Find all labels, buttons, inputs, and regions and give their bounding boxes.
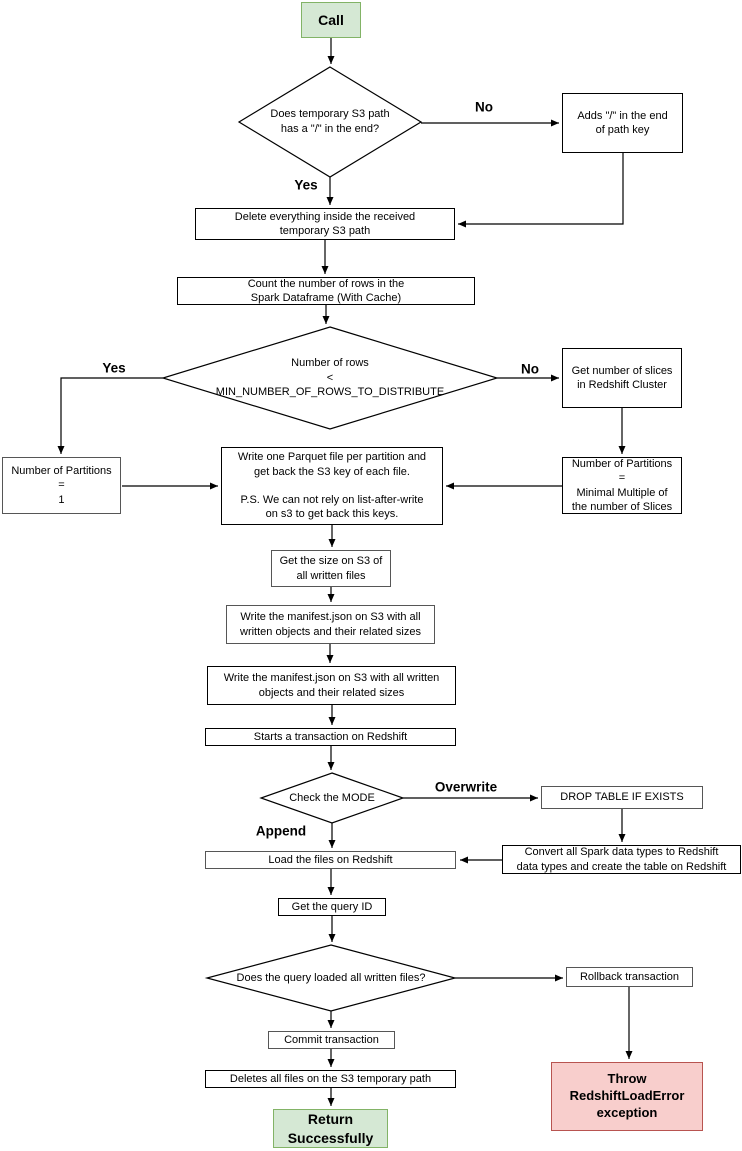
node-manifest-a: Write the manifest.json on S3 with all w… bbox=[226, 605, 435, 644]
decision-mode-diamond bbox=[259, 772, 405, 824]
node-partitions-one: Number of Partitions = 1 bbox=[2, 457, 121, 514]
node-commit: Commit transaction bbox=[268, 1031, 395, 1049]
node-delete-files: Deletes all files on the S3 temporary pa… bbox=[205, 1070, 456, 1088]
node-get-slices: Get number of slices in Redshift Cluster bbox=[562, 348, 682, 408]
decision-slash-diamond bbox=[237, 66, 423, 178]
edge-label-no-slash: No bbox=[473, 99, 495, 115]
node-return-success: Return Successfully bbox=[273, 1109, 388, 1148]
node-drop-table: DROP TABLE IF EXISTS bbox=[541, 786, 703, 809]
node-start-txn: Starts a transaction on Redshift bbox=[205, 728, 456, 746]
edge-label-no-rows: No bbox=[519, 361, 541, 377]
arrow-adds-slash-to-delete bbox=[458, 153, 624, 228]
node-get-size: Get the size on S3 of all written files bbox=[271, 550, 391, 587]
node-call: Call bbox=[301, 2, 361, 38]
node-throw-error: Throw RedshiftLoadError exception bbox=[551, 1062, 703, 1131]
decision-loaded-diamond bbox=[204, 944, 458, 1012]
edge-label-yes-slash: Yes bbox=[292, 177, 320, 193]
node-convert-types: Convert all Spark data types to Redshift… bbox=[502, 845, 741, 874]
edge-label-overwrite: Overwrite bbox=[432, 779, 500, 795]
node-load-files: Load the files on Redshift bbox=[205, 851, 456, 869]
node-partitions-multiple: Number of Partitions = Minimal Multiple … bbox=[562, 457, 682, 514]
decision-rows-diamond bbox=[160, 326, 500, 430]
edge-label-yes-rows: Yes bbox=[100, 360, 128, 376]
node-rollback: Rollback transaction bbox=[566, 967, 693, 987]
node-adds-slash: Adds "/" in the end of path key bbox=[562, 93, 683, 153]
node-count-rows: Count the number of rows in the Spark Da… bbox=[177, 277, 475, 305]
node-manifest-b: Write the manifest.json on S3 with all w… bbox=[207, 666, 456, 705]
node-delete-tmp: Delete everything inside the received te… bbox=[195, 208, 455, 240]
edge-label-append: Append bbox=[253, 823, 309, 839]
arrow-check-rows-yes bbox=[57, 377, 163, 454]
node-write-parquet: Write one Parquet file per partition and… bbox=[221, 447, 443, 525]
node-query-id: Get the query ID bbox=[278, 898, 386, 916]
